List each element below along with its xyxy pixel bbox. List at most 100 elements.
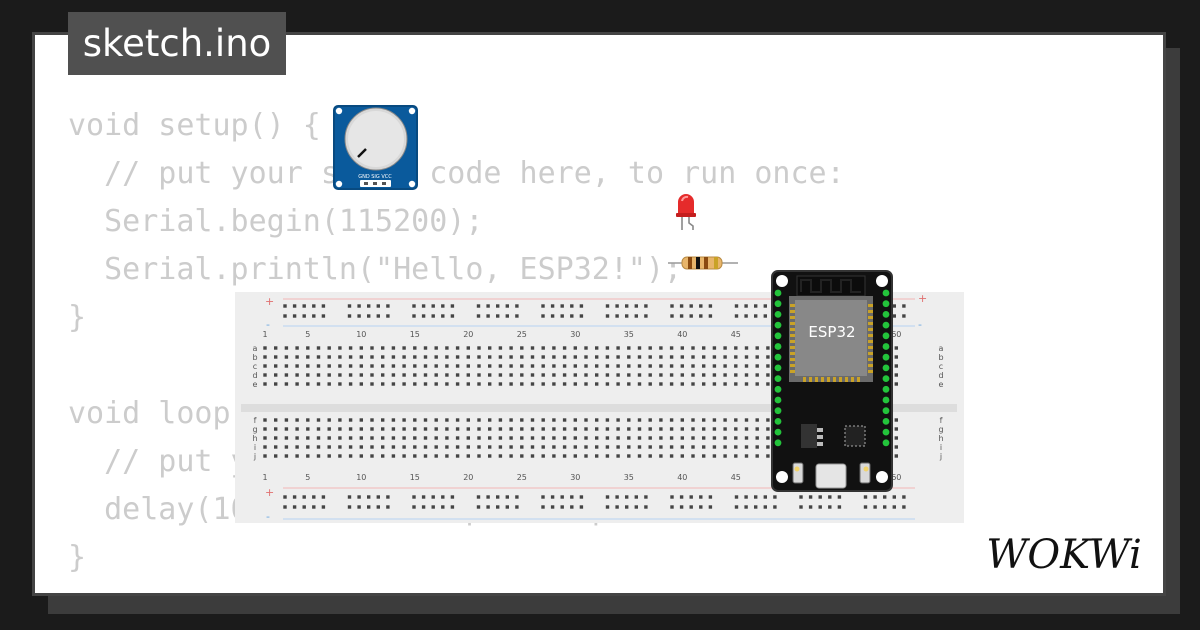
breadboard-hole (627, 373, 631, 377)
breadboard-hole (455, 382, 460, 386)
esp32-module-pad (790, 358, 795, 361)
breadboard-column-number: 1 (262, 330, 267, 339)
breadboard-hole (434, 364, 438, 368)
breadboard-hole (295, 418, 299, 422)
breadboard-hole (402, 346, 406, 350)
breadboard-hole (359, 427, 363, 431)
esp32-pin[interactable] (882, 311, 890, 318)
breadboard-rail-hole (312, 314, 316, 318)
breadboard-hole (691, 373, 695, 377)
esp32-pin[interactable] (882, 428, 890, 436)
breadboard-hole (562, 436, 567, 440)
esp32-pin[interactable] (774, 321, 782, 329)
breadboard-hole (627, 436, 631, 440)
esp32-module-pad (790, 346, 795, 349)
resistor[interactable] (668, 254, 738, 272)
esp32-pin[interactable] (882, 343, 890, 350)
esp32-module-pad (868, 322, 873, 325)
breadboard-hole (306, 454, 310, 458)
breadboard-hole (616, 346, 620, 350)
esp32-pin[interactable] (774, 332, 782, 340)
breadboard-hole (274, 445, 278, 449)
rail-minus-bottom: - (266, 510, 270, 523)
esp32-pin[interactable] (882, 300, 890, 308)
esp32-pin[interactable] (882, 332, 890, 340)
file-tab[interactable]: sketch.ino (68, 12, 286, 75)
breadboard-hole (381, 436, 385, 440)
breadboard-rail-hole (302, 505, 306, 509)
esp32-pin[interactable] (774, 300, 782, 308)
breadboard-hole (434, 373, 438, 377)
breadboard-rail-hole (283, 304, 287, 308)
breadboard-hole (573, 427, 577, 431)
breadboard-hole (541, 418, 545, 422)
breadboard-rail-hole (708, 314, 713, 318)
esp32-pin[interactable] (882, 418, 890, 425)
esp32-pin[interactable] (774, 289, 782, 297)
esp32-pin[interactable] (774, 311, 782, 318)
breadboard-hole (348, 355, 353, 359)
breadboard-row-letter: j (939, 452, 942, 461)
breadboard-hole (477, 418, 481, 422)
breadboard-hole (509, 364, 513, 368)
breadboard-hole (274, 382, 278, 386)
red-led[interactable] (673, 192, 699, 232)
breadboard-rail-hole (625, 314, 629, 318)
breadboard-rail-hole (644, 495, 648, 499)
esp32-pin[interactable] (882, 289, 890, 297)
breadboard-hole (680, 355, 684, 359)
esp32-module-pad (868, 328, 873, 331)
esp32-pin[interactable] (774, 375, 782, 382)
esp32-module-pad (809, 377, 812, 382)
esp32-module-pad (790, 328, 795, 331)
esp32-pin[interactable] (774, 418, 782, 425)
esp32-devkit[interactable]: ESP32 (771, 270, 893, 492)
breadboard-rail-hole (708, 495, 713, 499)
breadboard-rail-hole (476, 495, 481, 499)
breadboard-rail-hole (515, 304, 519, 308)
breadboard-rail-hole (302, 304, 306, 308)
breadboard-hole (541, 346, 545, 350)
breadboard-rail-hole (902, 495, 906, 499)
esp32-pin[interactable] (774, 396, 782, 404)
breadboard-hole (327, 382, 331, 386)
breadboard-hole (734, 454, 738, 458)
breadboard-hole (445, 346, 449, 350)
breadboard-row-letter: f (254, 416, 257, 425)
esp32-pin[interactable] (882, 375, 890, 382)
esp32-pin[interactable] (774, 428, 782, 436)
breadboard-rail-hole (902, 304, 906, 308)
esp32-pin[interactable] (882, 439, 890, 447)
breadboard-rail-hole (615, 495, 619, 499)
esp32-pin[interactable] (774, 407, 782, 415)
breadboard-rail-hole (302, 495, 306, 499)
esp32-pin[interactable] (882, 364, 890, 372)
esp32-pin[interactable] (882, 321, 890, 329)
esp32-pin[interactable] (774, 439, 782, 447)
breadboard-hole (744, 346, 749, 350)
esp32-pin[interactable] (774, 353, 782, 361)
breadboard-hole (669, 436, 674, 440)
breadboard-hole (413, 364, 417, 368)
esp32-pin[interactable] (882, 385, 890, 393)
breadboard-hole (552, 418, 556, 422)
breadboard-hole (520, 373, 524, 377)
potentiometer[interactable]: GND SIG VCC (333, 105, 418, 190)
breadboard-hole (552, 346, 556, 350)
esp32-pin[interactable] (882, 407, 890, 415)
breadboard-rail-hole (486, 314, 490, 318)
breadboard-hole (306, 427, 310, 431)
breadboard-hole (669, 364, 674, 368)
esp32-pin[interactable] (882, 353, 890, 361)
breadboard-hole (423, 454, 428, 458)
breadboard-hole (509, 373, 513, 377)
breadboard-hole (445, 364, 449, 368)
breadboard-row-letter: e (253, 380, 258, 389)
esp32-pin[interactable] (774, 364, 782, 372)
esp32-module-pad (839, 377, 842, 382)
breadboard-hole (359, 355, 363, 359)
breadboard-hole (274, 427, 278, 431)
esp32-pin[interactable] (774, 385, 782, 393)
esp32-pin[interactable] (882, 396, 890, 404)
esp32-pin[interactable] (774, 343, 782, 350)
